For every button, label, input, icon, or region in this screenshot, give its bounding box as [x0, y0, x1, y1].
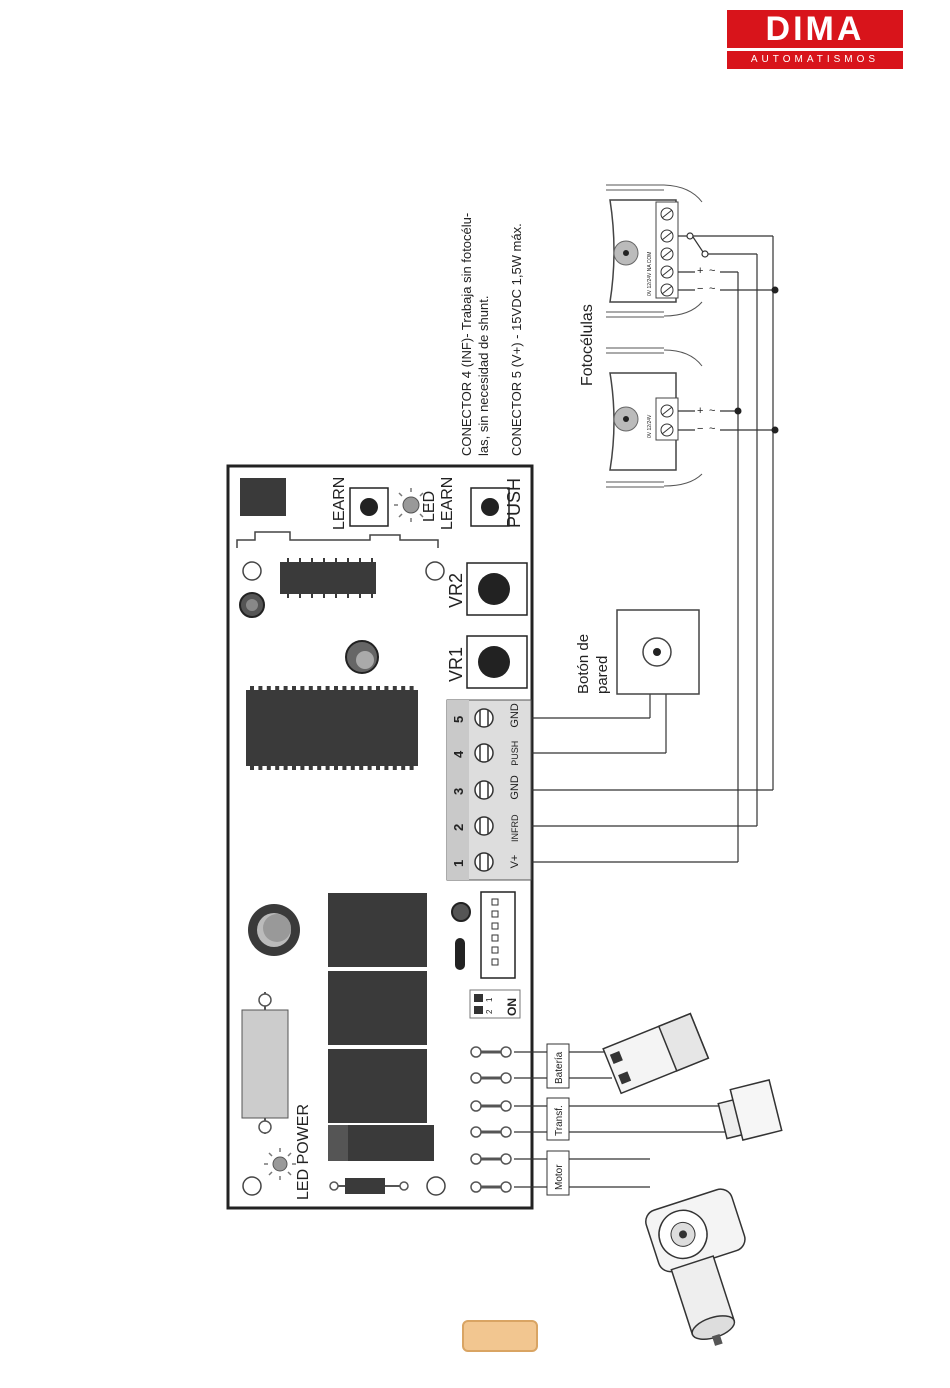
led-power-label: LED POWER — [295, 1104, 312, 1200]
terminal-number: 2 — [451, 824, 466, 831]
led-learn-label-2: LEARN — [439, 477, 456, 530]
relay-3 — [328, 1049, 427, 1123]
transformer — [718, 1080, 781, 1140]
svg-text:~: ~ — [709, 283, 715, 295]
svg-text:~: ~ — [709, 265, 715, 277]
mount-hole — [243, 562, 261, 580]
terminal-label: GND — [509, 703, 521, 728]
transmitter-terminal-labels: 0V 12/24V — [647, 414, 653, 438]
vr1-label: VR1 — [446, 647, 466, 682]
led-learn-label-1: LED — [421, 491, 438, 522]
mount-hole — [243, 1177, 261, 1195]
push-label: PUSH — [504, 478, 524, 528]
terminal-number: 1 — [451, 860, 466, 867]
note-line-1: CONECTOR 4 (INF)- Trabaja sin fotocélu- — [459, 213, 474, 456]
terminal-label: PUSH — [510, 741, 520, 766]
motor-label: Motor — [554, 1164, 565, 1190]
bateria-label: Batería — [554, 1051, 565, 1084]
terminal-label: GND — [509, 775, 521, 800]
small-ic — [240, 478, 286, 516]
mount-hole — [426, 562, 444, 580]
relay-2 — [328, 971, 427, 1045]
dip-label-1: 1 — [485, 997, 494, 1002]
terminal-label: INFRD — [510, 814, 520, 842]
terminal-number: 5 — [451, 716, 466, 723]
terminal-number: 3 — [451, 788, 466, 795]
receiver-terminal-labels: 0V 12/24V NA COM — [647, 252, 653, 296]
svg-text:~: ~ — [709, 405, 715, 417]
relay-4 — [346, 1125, 434, 1161]
svg-text:−: − — [697, 283, 703, 295]
led-learn — [403, 497, 419, 513]
vr2-label: VR2 — [446, 573, 466, 608]
svg-text:−: − — [697, 423, 703, 435]
note-line-3: CONECTOR 5 (V+) - 15VDC 1,5W máx. — [509, 223, 524, 456]
wall-button-label-1: Botón de — [575, 634, 592, 694]
relay-1 — [328, 893, 427, 967]
svg-text:~: ~ — [709, 423, 715, 435]
wall-button-label-2: pared — [594, 656, 611, 694]
terminal-label: V+ — [509, 855, 521, 869]
terminal-number: 4 — [451, 750, 466, 758]
motor — [643, 1186, 774, 1355]
learn-label: LEARN — [331, 477, 348, 530]
fuse — [242, 1010, 288, 1118]
transf-label: Transf. — [554, 1105, 565, 1136]
diode — [345, 1178, 385, 1194]
ic-16pin — [280, 562, 376, 594]
battery — [603, 1014, 708, 1094]
mount-hole — [427, 1177, 445, 1195]
microcontroller — [246, 690, 418, 766]
page-number-badge — [462, 1320, 538, 1352]
led-power — [273, 1157, 287, 1171]
photocells-title: Fotocélulas — [579, 304, 596, 386]
note-line-2: las, sin necesidad de shunt. — [476, 296, 491, 456]
dip-on-label: ON — [505, 998, 519, 1016]
svg-text:+: + — [697, 405, 703, 417]
dip-label-2: 2 — [485, 1009, 494, 1014]
svg-text:+: + — [697, 265, 703, 277]
